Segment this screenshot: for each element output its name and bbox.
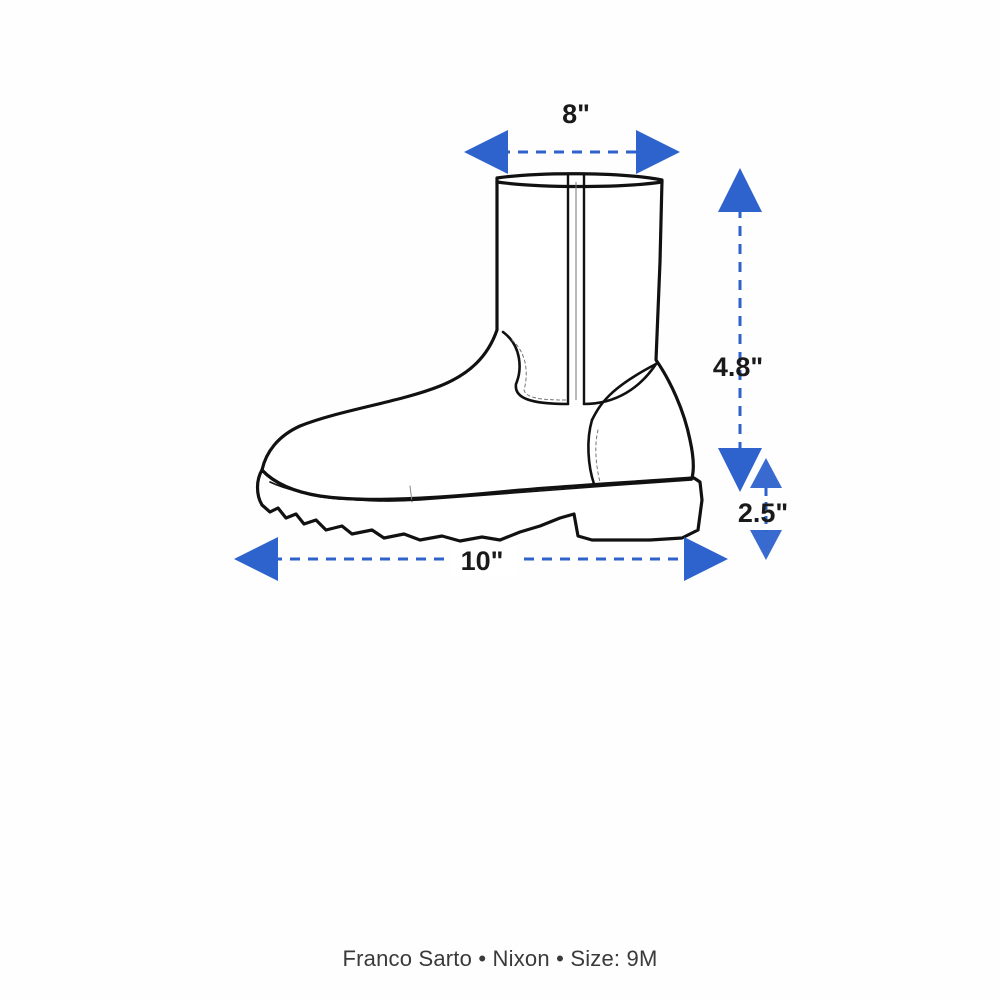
- shaft-width-arrow: [464, 130, 680, 174]
- dimension-labels: 8" 4.8" 2.5" 10": [450, 99, 788, 576]
- heel-height-arrow: [750, 458, 782, 560]
- arrow-icon: [636, 130, 680, 174]
- length-arrow: [234, 537, 728, 581]
- shaft-height-arrow: [718, 168, 762, 492]
- arrow-icon: [684, 537, 728, 581]
- heel-height-label: 2.5": [738, 498, 788, 528]
- boot-opening: [495, 180, 664, 189]
- arrow-icon: [234, 537, 278, 581]
- boot-zipper: [566, 175, 586, 404]
- arrow-icon: [718, 448, 762, 492]
- arrow-icon: [464, 130, 508, 174]
- boot-upper: [260, 172, 695, 502]
- length-label: 10": [461, 546, 504, 576]
- shaft-width-label: 8": [562, 99, 590, 129]
- boot-side-panel: [269, 330, 693, 503]
- length-label-backdrop: [450, 544, 516, 576]
- boot-outline-icon: [255, 172, 704, 543]
- arrow-icon: [718, 168, 762, 212]
- arrow-icon: [750, 458, 782, 488]
- shaft-height-label: 4.8": [713, 352, 763, 382]
- product-caption: Franco Sarto • Nixon • Size: 9M: [342, 946, 658, 971]
- arrow-icon: [750, 530, 782, 560]
